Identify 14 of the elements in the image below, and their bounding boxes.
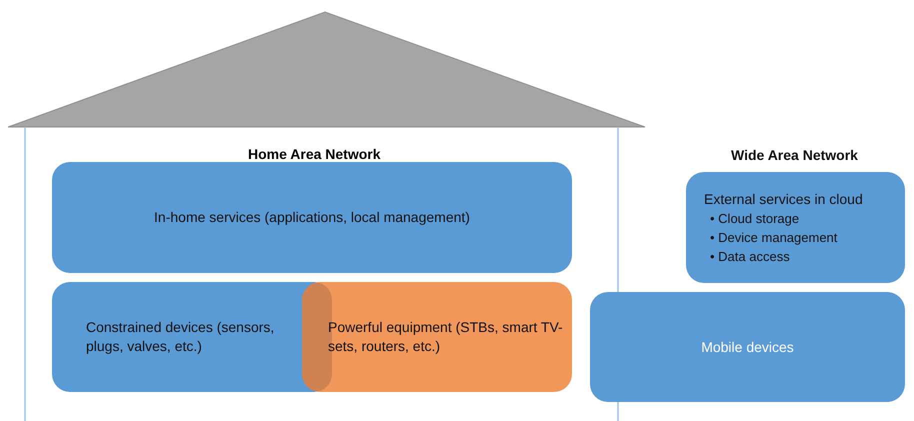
box-text: In-home services (applications, local management) [153,208,471,227]
bullet-item: • Device management [709,228,838,246]
network-heading: Wide Area Network [731,146,858,165]
bullet-item: • Cloud storage [709,210,800,228]
house-outline [8,10,648,421]
mobile-devices-box [590,292,905,402]
box-text: Mobile devices [700,338,795,356]
equipment-box [302,282,572,392]
bullet-item: • Data access [709,248,790,266]
box-text: Powerful equipment (STBs, smart TV-sets, routers, etc.) [328,318,564,356]
box-text: Constrained devices (sensors, plugs, valves, etc.) [86,318,276,356]
box-heading: External services in cloud [704,190,863,208]
service-box [52,162,572,273]
network-heading: Home Area Network [248,146,381,162]
